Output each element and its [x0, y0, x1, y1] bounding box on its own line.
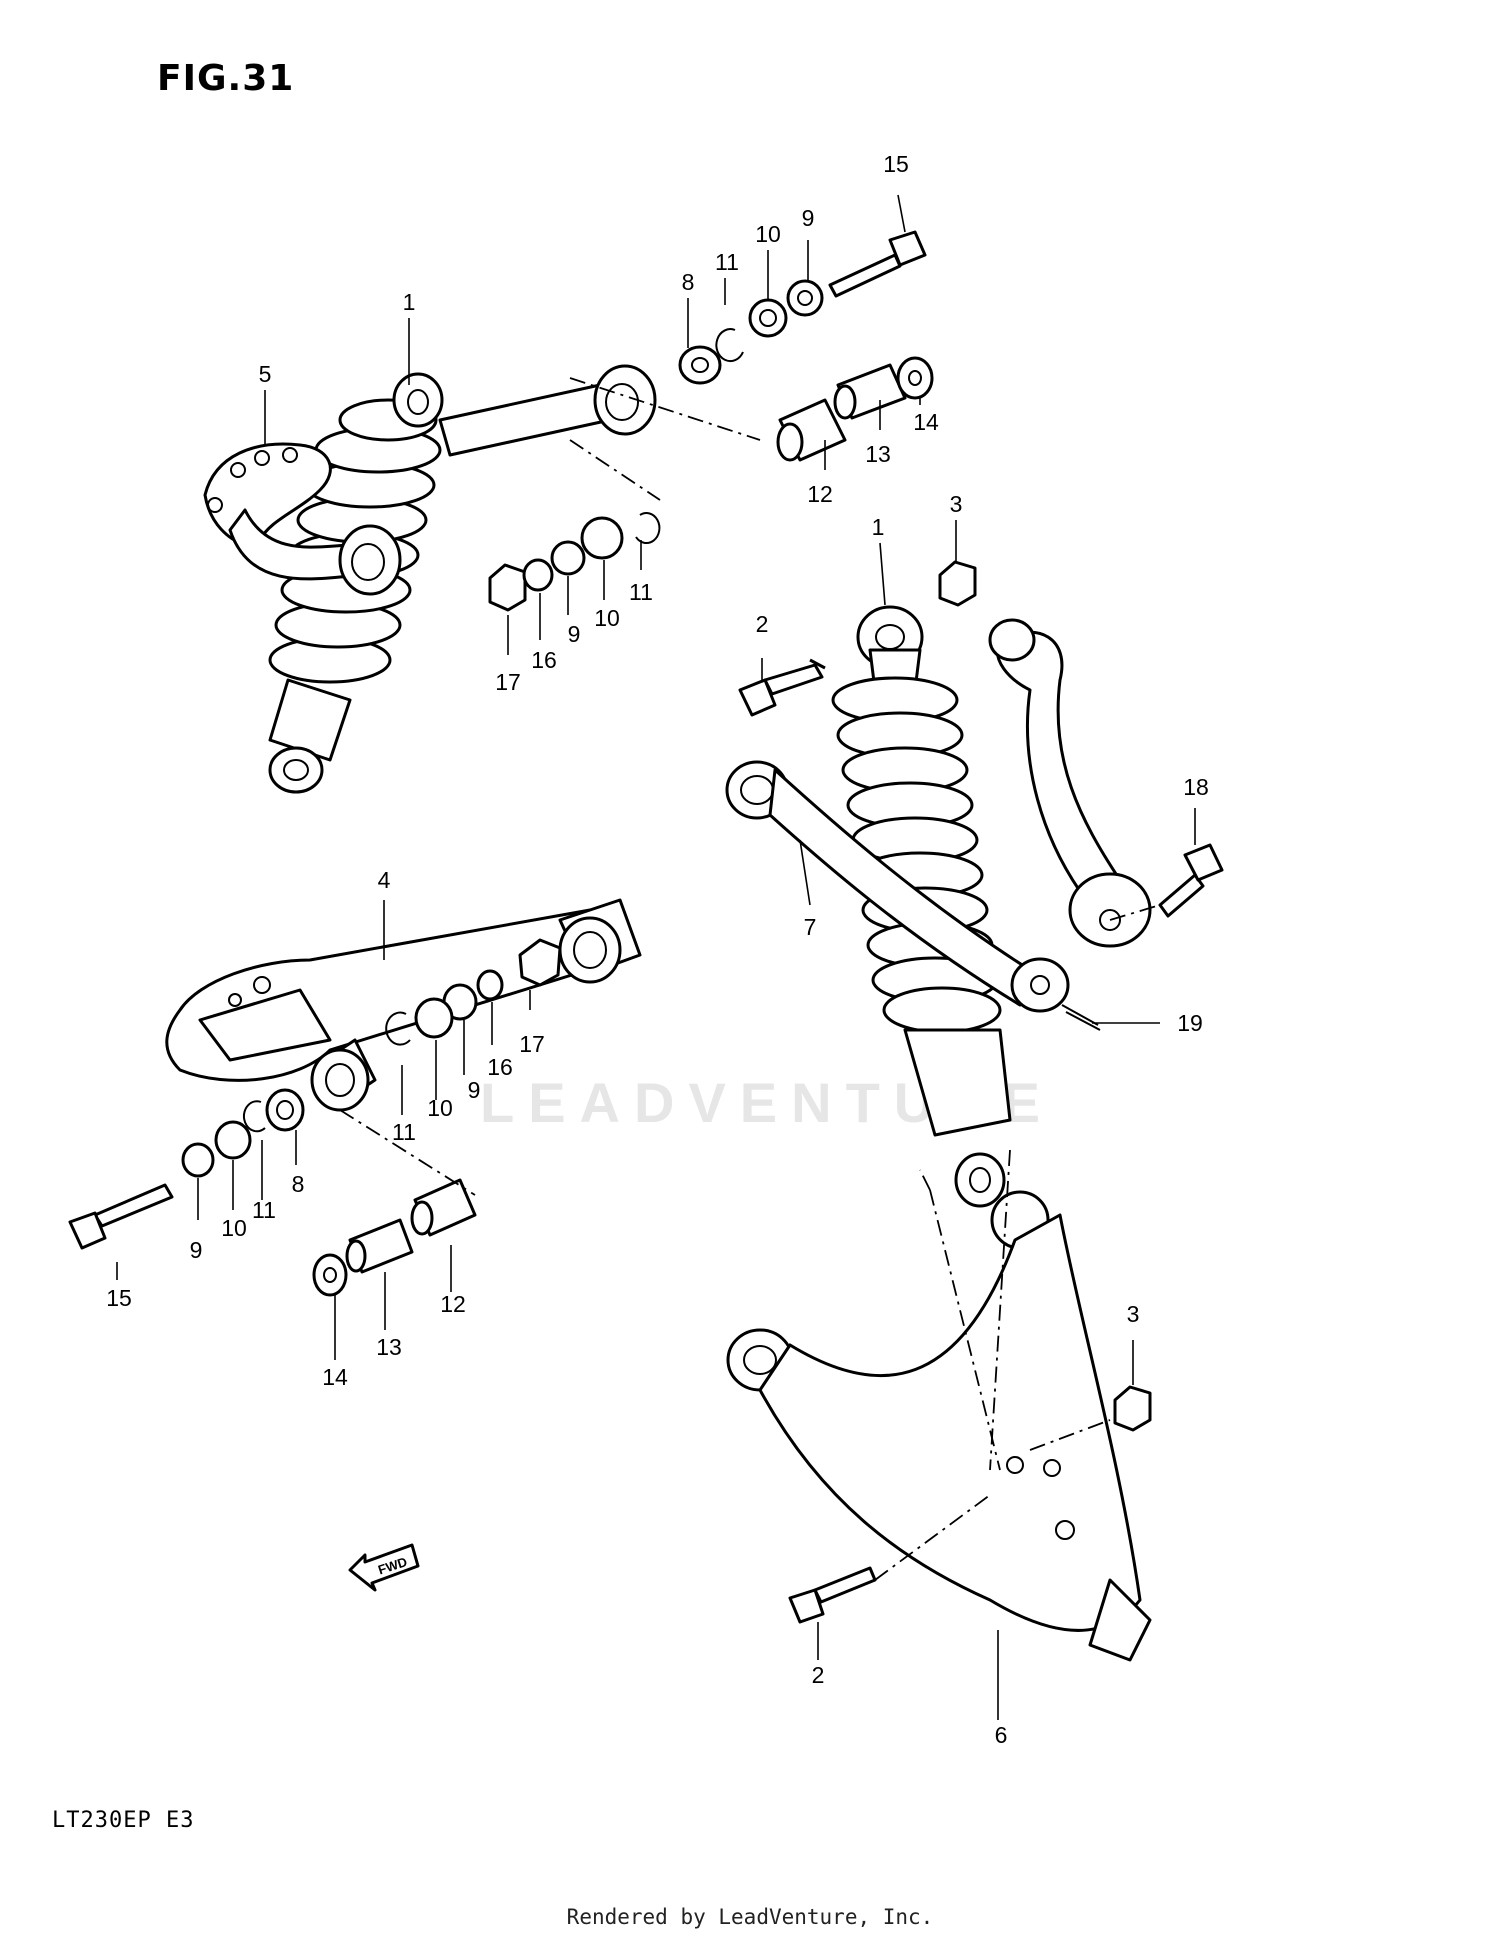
hardware-right [738, 560, 1224, 1624]
callout-label: 11 [392, 1119, 416, 1145]
model-code: LT230EP E3 [52, 1808, 195, 1833]
fwd-arrow-icon: FWD [348, 1543, 420, 1592]
callout-label: 3 [1127, 1301, 1140, 1327]
callout-label: 14 [322, 1364, 348, 1390]
callout-label: 15 [883, 151, 909, 177]
callout-label: 9 [802, 205, 815, 231]
lower-arm-part-4 [165, 898, 642, 1112]
render-credit: Rendered by LeadVenture, Inc. [566, 1905, 934, 1929]
callout-label: 1 [403, 289, 416, 315]
callout-label: 17 [519, 1031, 545, 1057]
callout-label: 10 [594, 605, 620, 631]
callout-label: 13 [376, 1334, 402, 1360]
callout-label: 9 [190, 1237, 203, 1263]
callout-label: 6 [995, 1722, 1008, 1748]
leader-lines [116, 194, 1196, 1720]
upper-arm-part-7 [725, 618, 1152, 1031]
callout-label: 7 [804, 914, 817, 940]
callout-labels: 1 5 8 9 10 11 15 12 13 14 17 16 9 10 11 … [106, 151, 1209, 1748]
callout-label: 2 [756, 611, 769, 637]
shock-absorber-right [831, 605, 1012, 1208]
callout-label: 11 [252, 1197, 276, 1223]
callout-label: 10 [755, 221, 781, 247]
callout-label: 3 [950, 491, 963, 517]
shock-absorber-upper-left [203, 364, 657, 794]
callout-label: 11 [629, 579, 653, 605]
callout-label: 12 [440, 1291, 466, 1317]
callout-label: 4 [378, 867, 391, 893]
callout-label: 5 [259, 361, 272, 387]
lower-arm-part-6 [726, 1190, 1152, 1662]
callout-label: 14 [913, 409, 939, 435]
figure-title: FIG.31 [157, 58, 295, 99]
callout-label: 9 [568, 621, 581, 647]
callout-label: 17 [495, 669, 521, 695]
callout-label: 13 [865, 441, 891, 467]
callout-label: 1 [872, 514, 885, 540]
callout-label: 2 [812, 1662, 825, 1688]
callout-label: 12 [807, 481, 833, 507]
callout-label: 9 [468, 1077, 481, 1103]
callout-label: 16 [487, 1054, 513, 1080]
callout-label: 18 [1183, 774, 1209, 800]
callout-label: 19 [1177, 1010, 1203, 1036]
callout-label: 10 [221, 1215, 247, 1241]
hardware-upper-left [488, 230, 934, 612]
callout-label: 11 [715, 249, 739, 275]
callout-label: 15 [106, 1285, 132, 1311]
callout-label: 16 [531, 647, 557, 673]
callout-label: 8 [682, 269, 695, 295]
callout-label: 10 [427, 1095, 453, 1121]
callout-label: 8 [292, 1171, 305, 1197]
hardware-left-middle [68, 938, 562, 1297]
